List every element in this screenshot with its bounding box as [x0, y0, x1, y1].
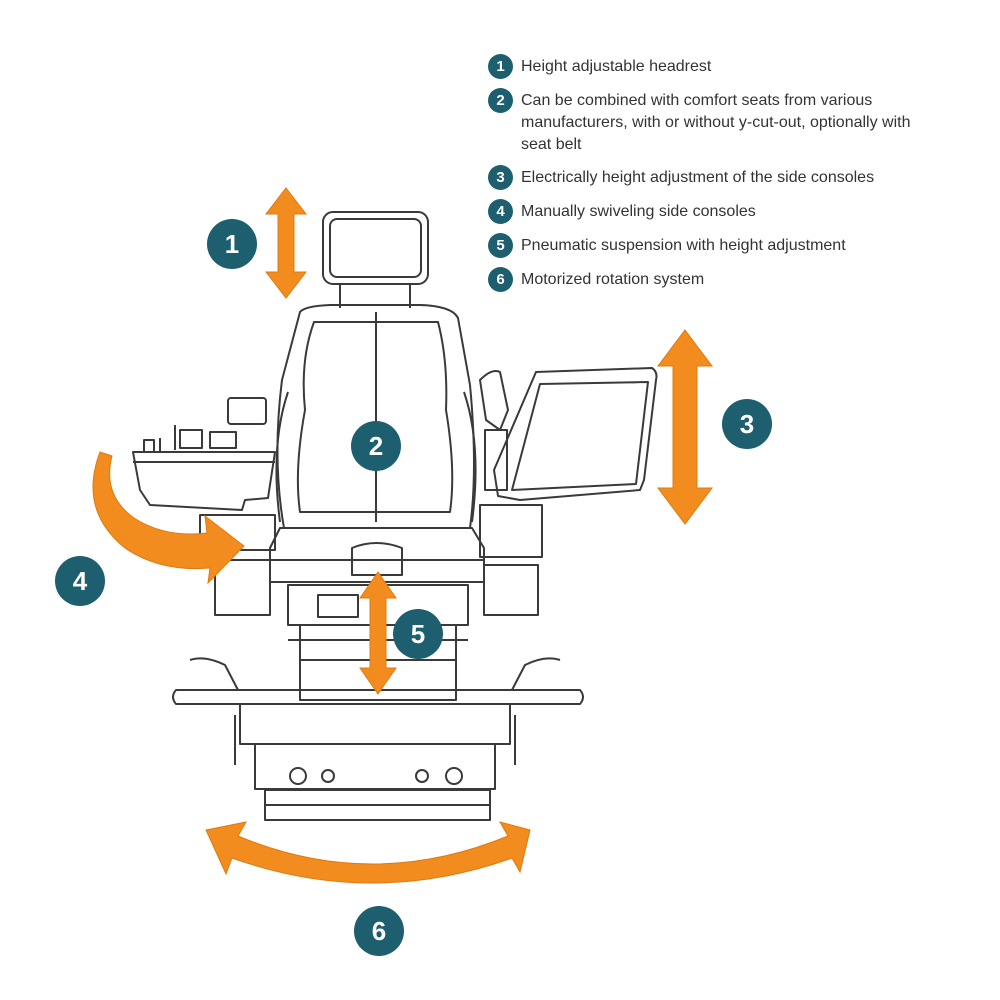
legend-item-4: 4 Manually swiveling side consoles [488, 199, 958, 224]
legend-item-3: 3 Electrically height adjustment of the … [488, 165, 958, 190]
callout-4: 4 [55, 556, 105, 606]
legend-text: Motorized rotation system [521, 271, 705, 288]
base-platform [172, 657, 584, 821]
legend-badge: 1 [488, 54, 513, 79]
arrow-headrest [264, 187, 308, 299]
legend-text: Can be combined with comfort seats from … [521, 92, 911, 153]
legend-badge: 3 [488, 165, 513, 190]
callout-3: 3 [722, 399, 772, 449]
right-console [479, 367, 658, 616]
legend-item-5: 5 Pneumatic suspension with height adjus… [488, 233, 958, 258]
callout-6: 6 [354, 906, 404, 956]
headrest [322, 211, 429, 308]
legend-badge: 6 [488, 267, 513, 292]
legend-item-6: 6 Motorized rotation system [488, 267, 958, 292]
legend-item-1: 1 Height adjustable headrest [488, 54, 958, 79]
legend-text: Manually swiveling side consoles [521, 203, 756, 220]
callout-1: 1 [207, 219, 257, 269]
arrow-console-height [657, 329, 713, 525]
callout-2: 2 [351, 421, 401, 471]
legend: 1 Height adjustable headrest 2 Can be co… [488, 54, 958, 303]
arrow-swivel [92, 451, 245, 585]
legend-text: Pneumatic suspension with height adjustm… [521, 237, 846, 254]
legend-text: Electrically height adjustment of the si… [521, 169, 875, 186]
legend-badge: 4 [488, 199, 513, 224]
arrow-suspension [359, 571, 397, 695]
arrow-rotation [205, 821, 531, 884]
legend-badge: 5 [488, 233, 513, 258]
legend-item-2: 2 Can be combined with comfort seats fro… [488, 88, 958, 156]
callout-5: 5 [393, 609, 443, 659]
legend-badge: 2 [488, 88, 513, 113]
backrest [275, 304, 477, 529]
legend-text: Height adjustable headrest [521, 58, 712, 75]
left-console [132, 397, 276, 616]
